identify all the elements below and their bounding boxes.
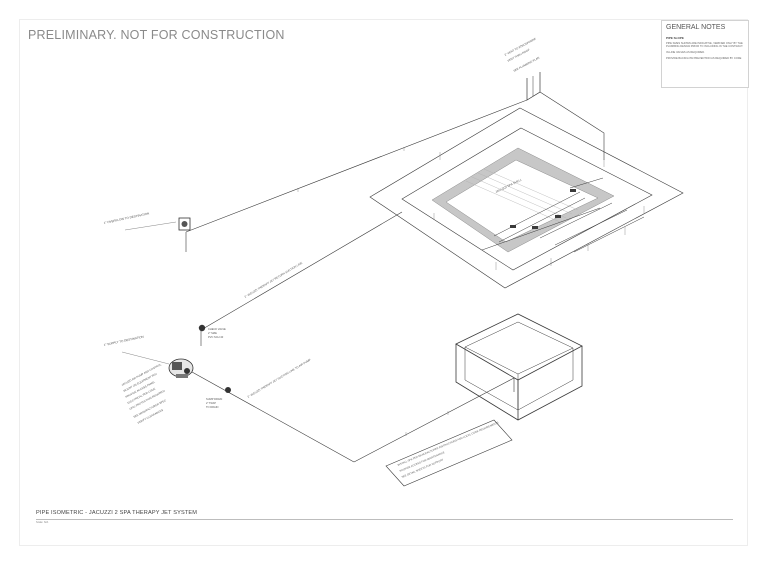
riser-callout: 2" VENT TO ATMOSPHERE VENT THRU ROOF SEE… [504,37,541,73]
overflow-leader [124,221,177,231]
general-note-line: PROVIDE BACKFLOW PREVENTION AS REQUIRED … [666,57,742,60]
preliminary-banner: PRELIMINARY. NOT FOR CONSTRUCTION [28,28,285,42]
valve-tag: CHECK VALVE 2" SIZE PVC SCH 40 [208,327,226,339]
spa-tub-box [455,313,583,421]
supply-leader [121,351,170,365]
lower-run-label: 2" JACUZZI THERAPY JET SUCTION LINE TO A… [246,358,311,399]
scale-note: Scale: N/A [36,521,49,524]
svg-text:2" SIZE: 2" SIZE [208,331,217,335]
run-ticks [297,147,449,436]
spa-deck [369,107,684,289]
general-notes-title: GENERAL NOTES [666,24,726,31]
title-block: PIPE ISOMETRIC - JACUZZI 2 SPA THERAPY J… [36,510,736,524]
svg-text:SUMP DRAIN: SUMP DRAIN [206,397,222,401]
general-note-line: PLUMBING DESIGN PRIOR TO INCLUDING IN TH… [666,45,744,48]
spa-coping [431,147,615,253]
tub-note-box: INSTALL SPA PER MANUFACTURER INSTRUCTION… [385,419,513,487]
general-note-line: PIPE SIZES SHOWN ARE INDICATIVE, VERIFIE… [666,42,743,45]
jet-piping [481,177,645,253]
drain-tag: SUMP DRAIN 2" TRAP TO DRAIN [206,397,222,409]
deck-ticks [433,152,645,270]
svg-text:TO DRAIN: TO DRAIN [206,405,218,409]
title-rule [36,519,733,520]
svg-text:2" TRAP: 2" TRAP [206,401,216,405]
general-notes-panel: GENERAL NOTES PIPE SLOPE PIPE SIZES SHOW… [661,20,749,88]
drawing-sheet [20,20,747,545]
air-pump-assembly [168,358,194,378]
lower-feed [200,211,403,346]
pump-note: JACUZZI AIR PUMP AND CONTROL MOUNT ON EQ… [121,362,167,425]
upper-pipe-run [185,91,605,252]
supply-callout: 1" SUPPLY TO DESTINATION [103,335,144,347]
inlet-fixture [178,217,191,231]
general-notes-subtitle: PIPE SLOPE [666,36,684,40]
upper-riser [526,72,541,101]
upper-run-label: 2" JACUZZI THERAPY JET RETURN SUCTION LI… [243,261,303,299]
sheet-title: PIPE ISOMETRIC - JACUZZI 2 SPA THERAPY J… [36,510,198,516]
overflow-callout: 1" OVERFLOW TO DESTINATION [103,211,149,225]
svg-text:CHECK VALVE: CHECK VALVE [208,327,226,331]
check-valve [198,324,206,332]
general-note-line: IN-LINE VALVES AS REQUIRED. [666,51,705,54]
sump-drain [225,387,231,393]
svg-text:PVC SCH 40: PVC SCH 40 [208,335,224,339]
lower-pipe-run [191,371,515,463]
spa-inner-lines [465,168,579,223]
